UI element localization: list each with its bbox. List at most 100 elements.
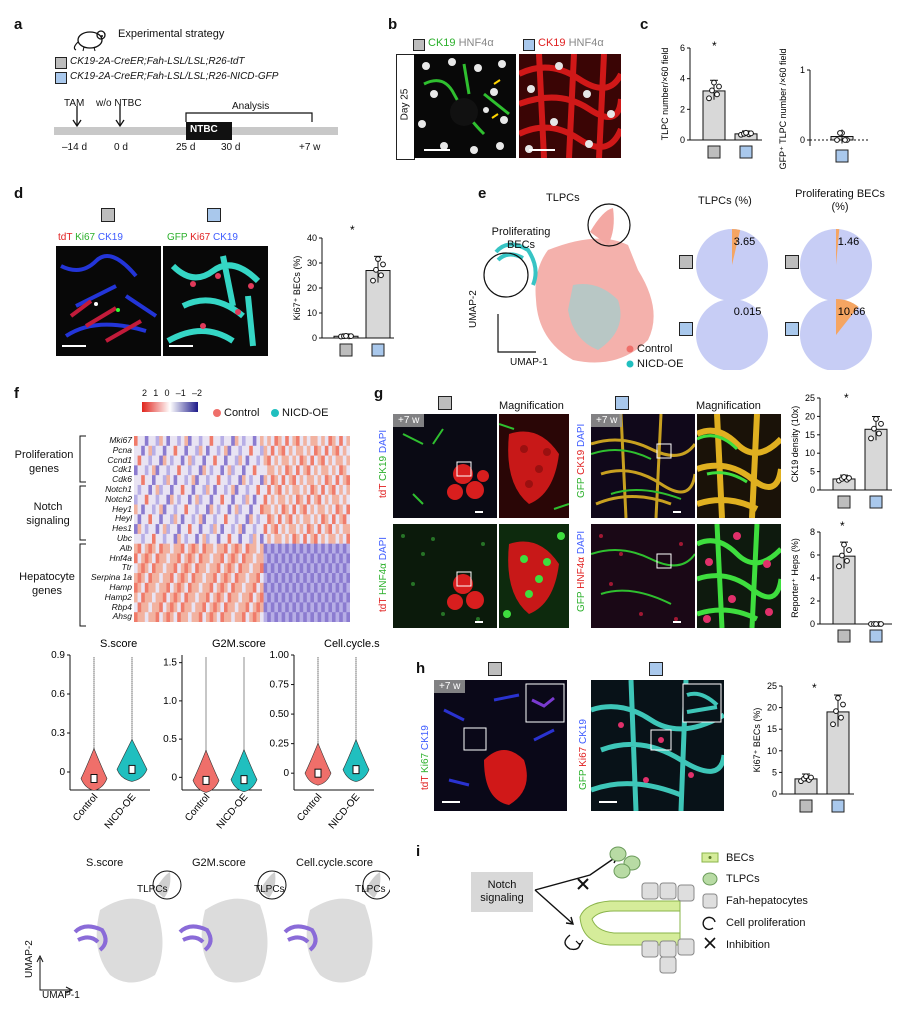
heatmap-cell xyxy=(317,602,322,613)
heatmap-cell xyxy=(227,602,232,613)
heatmap-cell xyxy=(332,436,336,447)
pie-slice-highlight xyxy=(836,299,859,335)
heatmap-cell xyxy=(278,514,282,525)
heatmap-cell xyxy=(346,445,350,456)
heatmap-cell xyxy=(321,602,326,613)
heatmap-cell xyxy=(278,602,282,613)
heatmap-cell xyxy=(159,445,164,456)
heatmap-cell xyxy=(263,436,268,447)
heatmap-cell xyxy=(216,602,221,613)
heatmap-cell xyxy=(292,475,297,486)
y-tick-label: 8 xyxy=(810,527,815,537)
heatmap-cell xyxy=(173,494,178,505)
x-swatch-nicd xyxy=(835,149,849,163)
heatmap-cell xyxy=(141,436,146,447)
tick-25d: 25 d xyxy=(176,142,196,153)
heatmap-cell xyxy=(285,543,290,554)
x-swatch-nicd xyxy=(371,343,385,357)
heatmap-cell xyxy=(224,455,228,466)
heatmap-cell xyxy=(177,465,182,476)
heatmap-cell xyxy=(216,524,221,535)
micrograph-d-control xyxy=(56,246,161,356)
y-tick-label: 15 xyxy=(805,430,815,440)
heatmap-cell xyxy=(342,494,347,505)
heatmap-cell xyxy=(213,504,218,515)
heatmap-cell xyxy=(188,445,192,456)
heatmap-cell xyxy=(234,484,239,496)
heatmap-cell xyxy=(263,504,268,515)
y-tick-label: 5 xyxy=(772,767,777,777)
heatmap-cell xyxy=(292,543,297,554)
pie-slice-highlight xyxy=(836,229,840,265)
heatmap-cell xyxy=(342,612,347,622)
heatmap-cell xyxy=(332,504,336,515)
heatmap-cell xyxy=(170,592,174,603)
heatmap-cell xyxy=(166,573,171,584)
heatmap-cell xyxy=(177,524,182,535)
heatmap-cell xyxy=(274,573,279,584)
heatmap-cell xyxy=(285,514,290,525)
heatmap-cell xyxy=(173,553,178,564)
heatmap-cell xyxy=(245,445,250,456)
tlpc-circle xyxy=(257,870,287,900)
heatmap-cell xyxy=(152,543,156,554)
heatmap-cell xyxy=(206,484,210,496)
heatmap-cell xyxy=(346,514,350,525)
heatmap-cell xyxy=(281,563,286,574)
heatmap-cell xyxy=(245,484,250,496)
heatmap-cell xyxy=(148,582,153,593)
heatmap-cell xyxy=(195,553,200,564)
heatmap-cell xyxy=(162,563,167,574)
heatmap-cell xyxy=(245,543,250,554)
heatmap-cell xyxy=(242,514,246,525)
heatmap-cell xyxy=(296,465,300,476)
g-r2-dapi: DAPI xyxy=(378,536,389,561)
heatmap-cell xyxy=(274,504,279,515)
heatmap-cell xyxy=(267,484,272,496)
heatmap-cell xyxy=(335,484,340,496)
heatmap-cell xyxy=(220,573,225,584)
micrograph-g-ctrl-hnf-mag xyxy=(499,524,569,628)
heatmap-cell xyxy=(328,573,333,584)
pie-slice-rest xyxy=(696,299,768,370)
heatmap-cell xyxy=(144,475,149,486)
g-r1-dapi: DAPI xyxy=(378,429,389,454)
heatmap-cell xyxy=(314,592,318,603)
heatmap-cell xyxy=(335,436,340,447)
pie-value: 10.66 xyxy=(838,306,866,318)
heatmap-cell xyxy=(342,455,347,466)
heatmap-cell xyxy=(328,484,333,496)
heatmap-cell xyxy=(267,553,272,564)
heatmap-cell xyxy=(324,514,329,525)
micrograph-g-oe-ck19 xyxy=(591,414,695,518)
x-swatch-nicd xyxy=(831,799,845,813)
heatmap-cell xyxy=(198,475,203,486)
heatmap-cell xyxy=(238,484,243,496)
heatmap-cell xyxy=(202,465,207,476)
heatmap-cell xyxy=(342,582,347,593)
heatmap-cell xyxy=(162,484,167,496)
heatmap-cell xyxy=(292,533,297,544)
heatmap-cell xyxy=(220,533,225,544)
heatmap-cell xyxy=(206,455,210,466)
heatmap-cell xyxy=(206,475,210,486)
heatmap-cell xyxy=(141,494,146,505)
heatmap-cell xyxy=(281,445,286,456)
y-tick-label: 0.75 xyxy=(270,680,290,691)
data-point xyxy=(370,277,376,284)
heatmap-cell xyxy=(270,504,275,515)
x-swatch-nicd xyxy=(869,495,883,509)
heatmap-cell xyxy=(267,475,272,486)
heatmap-cell xyxy=(216,543,221,554)
heatmap-cell xyxy=(180,445,185,456)
heatmap-cell xyxy=(281,514,286,525)
heatmap-cell xyxy=(346,592,350,603)
heatmap-cell xyxy=(202,543,207,554)
data-point xyxy=(876,430,882,437)
heatmap-cell xyxy=(260,533,264,544)
heatmap-cell xyxy=(180,475,185,486)
heatmap-cell xyxy=(144,543,149,554)
heatmap-cell xyxy=(234,533,239,544)
heatmap-cell xyxy=(220,524,225,535)
micrograph-g-ctrl-ck19-mag xyxy=(499,414,569,518)
